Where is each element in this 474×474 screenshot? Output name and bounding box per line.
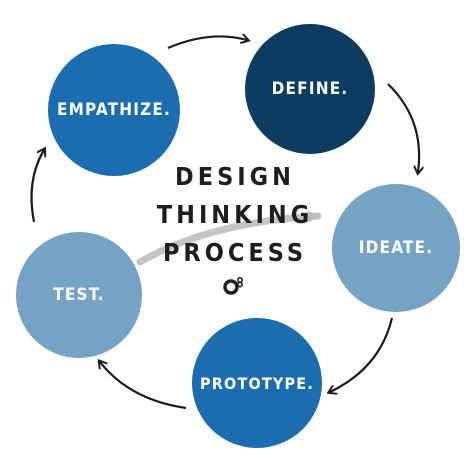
stage-prototype: PROTOTYPE. bbox=[192, 318, 322, 448]
arrow-icon bbox=[167, 36, 247, 50]
stage-label: PROTOTYPE. bbox=[199, 373, 314, 393]
title-line: THINKING bbox=[156, 200, 314, 229]
arrow-icon bbox=[100, 362, 187, 410]
title-line: PROCESS bbox=[162, 238, 308, 267]
diagram-title: DESIGN THINKING PROCESS bbox=[150, 158, 320, 272]
arrow-icon bbox=[387, 83, 419, 172]
stage-empathize: EMPATHIZE. bbox=[48, 44, 180, 176]
stage-test: TEST. bbox=[16, 232, 142, 358]
stage-label: DEFINE. bbox=[271, 79, 349, 99]
logo-icon bbox=[223, 276, 244, 295]
stage-define: DEFINE. bbox=[245, 24, 375, 154]
stage-ideate: IDEATE. bbox=[332, 184, 460, 312]
arrow-icon bbox=[30, 150, 44, 223]
arrow-icon bbox=[330, 317, 394, 392]
title-line: DESIGN bbox=[175, 162, 295, 191]
stage-label: TEST. bbox=[53, 285, 105, 305]
swoosh-arrow-icon bbox=[136, 210, 322, 266]
stage-label: EMPATHIZE. bbox=[56, 100, 172, 120]
stage-label: IDEATE. bbox=[358, 238, 434, 258]
